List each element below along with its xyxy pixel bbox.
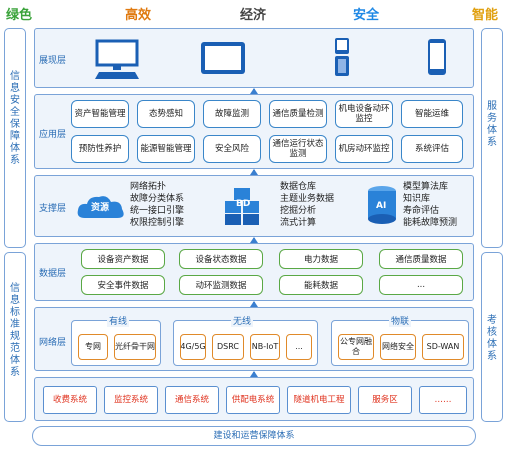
app-preventive-maintenance: 预防性养护 — [71, 135, 129, 163]
data-status: 设备状态数据 — [179, 249, 263, 269]
info-standard-label: 信息标准规范体系 — [10, 283, 20, 378]
wireless-title: 无线 — [231, 314, 254, 327]
ai-cylinder-icon — [368, 186, 396, 224]
app-equipment-env: 机电设备动环监控 — [335, 100, 393, 128]
data-layer-label: 数据层 — [39, 269, 67, 279]
app-safety-risk: 安全风险 — [203, 135, 261, 163]
iot-network-security: 网络安全 — [380, 334, 416, 360]
bd-label: BD — [236, 199, 251, 209]
iot-sdwan: SD-WAN — [422, 334, 464, 360]
footer-guarantee-system: 建设和运营保障体系 — [32, 426, 476, 446]
resource-label: 资源 — [91, 203, 110, 213]
header-green: 绿色 — [6, 8, 33, 23]
display-layer: 展现层 — [34, 28, 474, 88]
data-energy: 能耗数据 — [279, 275, 363, 295]
wired-title: 有线 — [107, 314, 130, 327]
network-layer: 网络层 专网 光纤骨干网 有线 4G/5G DSRC NB-IoT ... 无线… — [34, 307, 474, 371]
bd-list: 数据仓库主题业务数据挖掘分析流式计算 — [280, 182, 335, 228]
data-asset: 设备资产数据 — [81, 249, 165, 269]
app-smart-ops: 智能运维 — [401, 100, 463, 128]
ai-list: 模型算法库知识库寿命评估能耗故障预测 — [403, 182, 458, 228]
arrow-up-2 — [250, 169, 258, 175]
header-efficient: 高效 — [125, 8, 152, 23]
data-more: ... — [379, 275, 463, 295]
application-layer-label: 应用层 — [39, 130, 67, 140]
system-surveillance: 监控系统 — [104, 386, 158, 414]
wireless-4g5g: 4G/5G — [180, 334, 206, 360]
app-comm-status: 通信运行状态监测 — [269, 135, 327, 163]
app-system-eval: 系统评估 — [401, 135, 463, 163]
iot-title: 物联 — [389, 314, 412, 327]
arrow-up-4 — [250, 301, 258, 307]
support-layer: 支撑层 资源 网络拓扑故障分类体系统一接口引擎权限控制引擎 BD 数据仓库主题业… — [34, 175, 474, 237]
data-comm-quality: 通信质量数据 — [379, 249, 463, 269]
header-economic: 经济 — [240, 8, 267, 23]
tablet-icon — [201, 42, 245, 74]
resource-list: 网络拓扑故障分类体系统一接口引擎权限控制引擎 — [130, 182, 185, 228]
ai-label: AI — [376, 201, 387, 211]
system-power-supply: 供配电系统 — [226, 386, 280, 414]
smartphone-icon — [428, 39, 446, 75]
wireless-dsrc: DSRC — [212, 334, 244, 360]
network-layer-label: 网络层 — [39, 338, 67, 348]
arrow-up-3 — [250, 237, 258, 243]
data-env-monitoring: 动环监测数据 — [179, 275, 263, 295]
assessment-system: 考核体系 — [481, 252, 503, 422]
data-security-event: 安全事件数据 — [81, 275, 165, 295]
data-layer: 数据层 设备资产数据 设备状态数据 电力数据 通信质量数据 安全事件数据 动环监… — [34, 243, 474, 301]
flip-phone-icon — [335, 38, 349, 76]
desktop-icon — [95, 39, 139, 79]
service-label: 服务体系 — [487, 101, 497, 148]
service-system: 服务体系 — [481, 28, 503, 248]
system-tunnel: 隧道机电工程 — [287, 386, 351, 414]
header-safe: 安全 — [353, 8, 380, 23]
wired-private-net: 专网 — [78, 334, 108, 360]
app-asset-management: 资产智能管理 — [71, 100, 129, 128]
cloud-resource-icon — [77, 196, 124, 218]
app-room-env: 机房动环监控 — [335, 135, 393, 163]
assessment-label: 考核体系 — [487, 315, 497, 362]
system-more: …… — [419, 386, 467, 414]
app-fault-monitoring: 故障监测 — [203, 100, 261, 128]
data-power: 电力数据 — [279, 249, 363, 269]
system-service-area: 服务区 — [358, 386, 412, 414]
iot-network-fusion: 公专网融合 — [338, 334, 374, 360]
app-situation-awareness: 态势感知 — [137, 100, 195, 128]
iot-group: 公专网融合 网络安全 SD-WAN — [331, 320, 469, 366]
wired-fiber-backbone: 光纤骨干网 — [114, 334, 156, 360]
app-comm-quality: 通信质量检测 — [269, 100, 327, 128]
systems-layer: 收费系统 监控系统 通信系统 供配电系统 隧道机电工程 服务区 …… — [34, 377, 474, 421]
info-security-label: 信息安全保障体系 — [10, 71, 20, 166]
wired-group: 专网 光纤骨干网 — [71, 320, 161, 366]
display-layer-label: 展现层 — [39, 56, 67, 66]
app-energy-management: 能源智能管理 — [137, 135, 195, 163]
wireless-group: 4G/5G DSRC NB-IoT ... — [173, 320, 318, 366]
info-security-system: 信息安全保障体系 — [4, 28, 26, 248]
system-communication: 通信系统 — [165, 386, 219, 414]
wireless-nbiot: NB-IoT — [250, 334, 280, 360]
bd-cubes-icon — [225, 188, 259, 225]
header-smart: 智能 — [472, 8, 499, 23]
system-toll: 收费系统 — [43, 386, 97, 414]
support-layer-label: 支撑层 — [39, 204, 67, 214]
arrow-up-5 — [250, 371, 258, 377]
info-standard-system: 信息标准规范体系 — [4, 252, 26, 422]
application-layer: 应用层 资产智能管理 态势感知 故障监测 通信质量检测 机电设备动环监控 智能运… — [34, 94, 474, 169]
wireless-more: ... — [286, 334, 312, 360]
arrow-up-1 — [250, 88, 258, 94]
